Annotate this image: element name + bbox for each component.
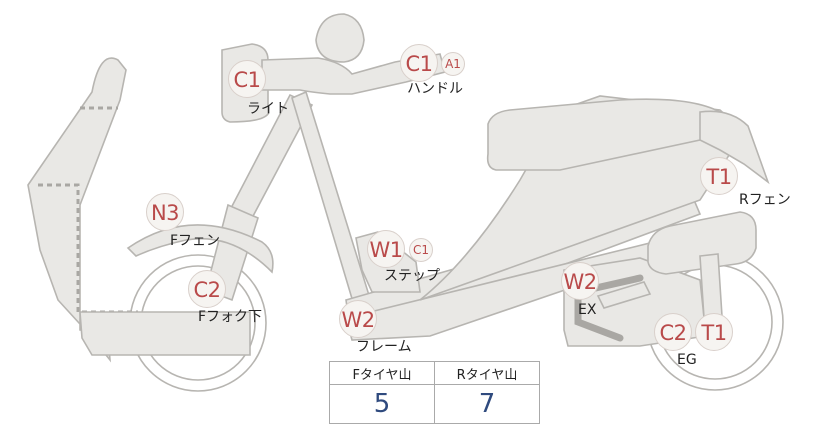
- frame-label: フレーム: [356, 339, 412, 355]
- muffler: [647, 211, 757, 275]
- exhaust-pipe-guard: [596, 281, 652, 309]
- light-grade-marker: C1: [228, 60, 266, 98]
- front-fork-label: Fフォク下: [198, 309, 263, 325]
- engine-grade-marker-1: C2: [654, 313, 692, 351]
- exhaust-grade-marker: W2: [561, 262, 599, 300]
- rear-fender-label: Rフェン: [739, 192, 791, 208]
- step-grade-marker: W1: [367, 230, 405, 268]
- step-label: ステップ: [384, 268, 440, 284]
- exhaust-label: EX: [578, 302, 597, 318]
- engine-label: EG: [677, 352, 697, 368]
- engine-grade-marker-2: T1: [695, 313, 733, 351]
- handle-sub-marker: A1: [441, 52, 465, 76]
- floor-panel: [79, 311, 251, 356]
- rear-shock: [699, 253, 723, 319]
- front-shield-dots: [38, 106, 138, 314]
- front-tire-header: Fタイヤ山: [329, 361, 435, 385]
- handle-grade-marker: C1: [400, 44, 438, 82]
- rear-fender-grade-marker: T1: [700, 157, 738, 195]
- frame-grade-marker: W2: [339, 300, 377, 338]
- front-tire-value: 5: [329, 384, 435, 424]
- seat: [486, 98, 723, 171]
- rear-tire-header: Rタイヤ山: [434, 361, 540, 385]
- mirror: [315, 13, 365, 63]
- front-fender: [126, 224, 274, 274]
- frame-downtube: [291, 90, 373, 314]
- front-fender-label: Fフェン: [170, 233, 221, 249]
- light-label: ライト: [247, 101, 289, 117]
- front-fork-grade-marker: C2: [188, 270, 226, 308]
- tire-tread-table: Fタイヤ山 Rタイヤ山 5 7: [329, 361, 540, 424]
- rear-tail: [699, 110, 770, 185]
- rear-tire-value: 7: [434, 384, 540, 424]
- front-fender-grade-marker: N3: [146, 193, 184, 231]
- handle-label: ハンドル: [407, 81, 463, 97]
- step-sub-marker: C1: [409, 238, 433, 262]
